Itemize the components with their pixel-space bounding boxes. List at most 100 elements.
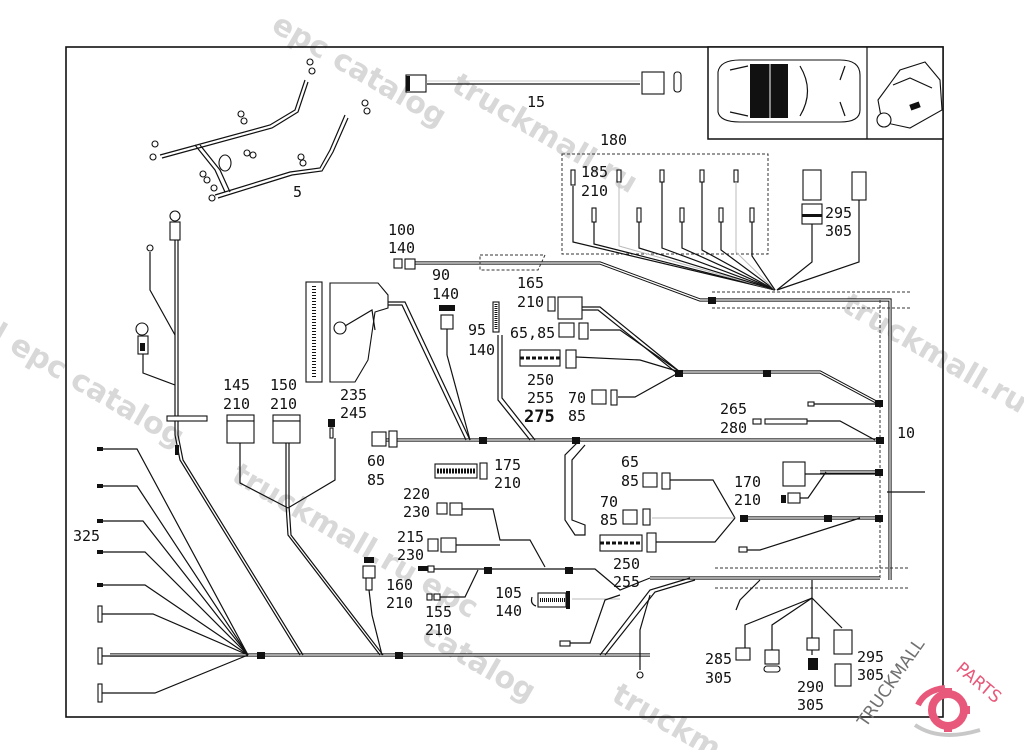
- part-label-220: 220: [403, 485, 430, 503]
- part-label-85: 85: [600, 511, 618, 529]
- watermark-text: truckm: [606, 677, 727, 750]
- part-label-290: 290: [797, 678, 824, 696]
- part-label-295: 295: [857, 648, 884, 666]
- part-label-305: 305: [705, 669, 732, 687]
- part-label-215: 215: [397, 528, 424, 546]
- part-295-connector-top: [776, 169, 867, 291]
- part-175-fuse-strip: [434, 462, 488, 480]
- part-label-170: 170: [734, 473, 761, 491]
- part-65-relay-upper: [558, 322, 681, 373]
- part-label-275: 275: [524, 407, 555, 427]
- part-label-70: 70: [568, 389, 586, 407]
- part-90-switch: [439, 305, 471, 441]
- part-155-sensor: [418, 565, 484, 601]
- part-5-floor-harness: [149, 58, 371, 202]
- bottom-right-connectors: [735, 579, 853, 687]
- part-215-connector: [427, 537, 500, 553]
- part-label-185: 185: [581, 163, 608, 181]
- part-100-connector: [393, 258, 416, 270]
- part-label-175: 175: [494, 456, 521, 474]
- part-label-85: 85: [621, 472, 639, 490]
- watermark-text: l epc catalog: [0, 317, 190, 455]
- part-label-325: 325: [73, 527, 100, 545]
- part-label-230: 230: [397, 546, 424, 564]
- part-150-module: [272, 414, 301, 444]
- vehicle-locator-inset: [707, 46, 944, 140]
- part-label-210: 210: [494, 474, 521, 492]
- car-front-view-icon: [876, 61, 943, 129]
- part-label-155: 155: [425, 603, 452, 621]
- part-label-65: 65: [621, 453, 639, 471]
- part-label-250: 250: [613, 555, 640, 573]
- part-235-switch: [328, 419, 335, 439]
- part-160-switch: [362, 557, 383, 656]
- part-label-305: 305: [857, 666, 884, 684]
- part-label-160: 160: [386, 576, 413, 594]
- part-label-145: 145: [223, 376, 250, 394]
- part-label-295-top: 295: [825, 204, 852, 222]
- part-70-relay-lower: [622, 508, 735, 526]
- part-95-connector-strip: [492, 301, 536, 441]
- gear-icon: [913, 685, 981, 737]
- part-label-60: 60: [367, 452, 385, 470]
- watermark-text: truckmall.ru e: [836, 287, 1024, 437]
- part-label-95: 95: [468, 321, 486, 339]
- left-vertical-harness: [135, 210, 304, 656]
- bracket-hook: [564, 439, 586, 536]
- part-label-100: 100: [388, 221, 415, 239]
- part-label-210: 210: [425, 621, 452, 639]
- part-label-65-85: 65,85: [510, 324, 555, 342]
- part-label-305: 305: [797, 696, 824, 714]
- part-label-140: 140: [432, 285, 459, 303]
- part-label-85: 85: [367, 471, 385, 489]
- part-265-sensor: [752, 401, 876, 441]
- part-label-255: 255: [613, 573, 640, 591]
- part-label-285: 285: [705, 650, 732, 668]
- part-label-180: 180: [600, 131, 627, 149]
- part-label-265: 265: [720, 400, 747, 418]
- part-label-305-top: 305: [825, 222, 852, 240]
- part-label-140: 140: [468, 341, 495, 359]
- part-65-relay-lower: [642, 472, 736, 519]
- part-label-245: 245: [340, 404, 367, 422]
- part-label-150: 150: [270, 376, 297, 394]
- part-60-relay: [371, 430, 398, 448]
- watermark-text: epc catalog: [266, 7, 452, 135]
- part-325-ground-terminals: [97, 447, 249, 703]
- part-180-group-outline: [561, 153, 769, 255]
- part-170-module: [781, 461, 875, 504]
- part-label-255: 255: [527, 389, 554, 407]
- part-label-85: 85: [568, 407, 586, 425]
- part-180-bulb-sockets: [570, 169, 776, 291]
- control-unit-module: [305, 281, 471, 441]
- diagram-frame: [65, 46, 944, 718]
- part-label-250: 250: [527, 371, 554, 389]
- part-label-210: 210: [270, 395, 297, 413]
- part-label-210: 210: [386, 594, 413, 612]
- part-250-fuse-block-upper: [519, 349, 681, 373]
- part-label-70: 70: [600, 493, 618, 511]
- part-label-280: 280: [720, 419, 747, 437]
- car-top-view-icon: [717, 59, 861, 123]
- part-label-140: 140: [495, 602, 522, 620]
- part-label-210: 210: [517, 293, 544, 311]
- part-label-140: 140: [388, 239, 415, 257]
- part-label-5: 5: [293, 183, 302, 201]
- part-label-90: 90: [432, 266, 450, 284]
- part-label-210: 210: [581, 182, 608, 200]
- part-label-165: 165: [517, 274, 544, 292]
- part-145-module: [226, 414, 255, 444]
- part-label-15: 15: [527, 93, 545, 111]
- part-label-235: 235: [340, 386, 367, 404]
- part-165-relay: [547, 296, 681, 375]
- part-105-connector: [530, 591, 621, 647]
- part-220-connector: [436, 502, 546, 568]
- part-label-10: 10: [897, 424, 915, 442]
- part-label-210: 210: [223, 395, 250, 413]
- part-15-cable: [405, 71, 682, 95]
- part-250-fuse-block-lower: [599, 517, 736, 553]
- part-70-relay-upper: [591, 371, 681, 406]
- part-label-230: 230: [403, 503, 430, 521]
- part-label-105: 105: [495, 584, 522, 602]
